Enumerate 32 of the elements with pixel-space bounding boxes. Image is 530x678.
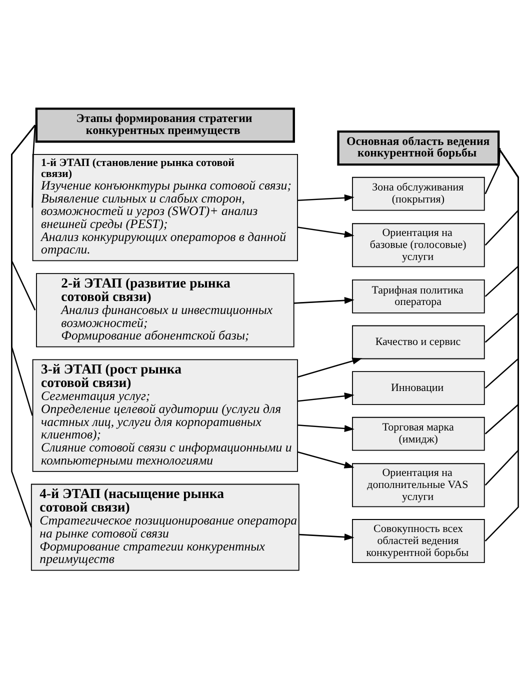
arrow: [298, 357, 362, 378]
arrow: [298, 226, 354, 238]
connector: [484, 147, 519, 388]
node-box: Этапы формирования стратегии конкурентных преимуществ: [35, 107, 295, 142]
node-box: Зона обслуживания (покрытия): [352, 176, 485, 210]
node-box: 2-й ЭТАП (развитие рынка сотовой связи) Анализ финансовых и инвестиционных возможностей; Формирование абонентской базы;: [36, 272, 294, 347]
arrow: [298, 392, 354, 402]
connector: [11, 124, 36, 416]
arrow: [298, 194, 354, 201]
arrow: [298, 424, 354, 432]
node-box: Торговая марка (имидж): [352, 416, 485, 450]
connector: [484, 148, 501, 194]
node-box: Основная область ведения конкурентной борьбы: [337, 130, 500, 166]
node-box: Тарифная политика оператора: [352, 279, 485, 313]
node-box: 4-й ЭТАП (насыщение рынка сотовой связи) Стратегическое позиционирование оператора на рынке сотовой связи Формирование стратегии конкурентных преимуществ: [30, 483, 300, 570]
node-box: 3-й ЭТАП (рост рынка сотовой связи) Сегментация услуг; Определение целевой аудитории (услуги для частных лиц, услуги для корпоративных клиентов); Слияние сотовой связи с информационными и компьютерными технологиями: [32, 358, 298, 472]
node-box: Ориентация на дополнительные VAS услуги: [352, 462, 485, 507]
connector: [11, 124, 36, 310]
node-box: Ориентация на базовые (голосовые) услуги: [352, 222, 485, 267]
connector: [484, 147, 519, 296]
connector: [484, 147, 519, 342]
arrow: [294, 296, 354, 304]
connector: [32, 124, 36, 208]
connector: [11, 124, 36, 527]
arrow: [298, 450, 354, 468]
connector: [484, 147, 519, 246]
node-box: 1-й ЭТАП (становление рынка сотовой связи) Изучение конъюнктуры рынка сотовой связи; Выявление сильных и слабых сторон, возможностей и угроз (SWOT)+ анализ внешней среды (PEST); Анализ конкурирующих операторов в данной отрасли.: [32, 154, 298, 261]
node-box: Инновации: [352, 370, 485, 404]
node-box: Совокупность всех областей ведения конкурентной борьбы: [352, 518, 485, 562]
node-box: Качество и сервис: [352, 324, 485, 359]
connector: [484, 147, 519, 434]
arrow: [299, 533, 354, 540]
